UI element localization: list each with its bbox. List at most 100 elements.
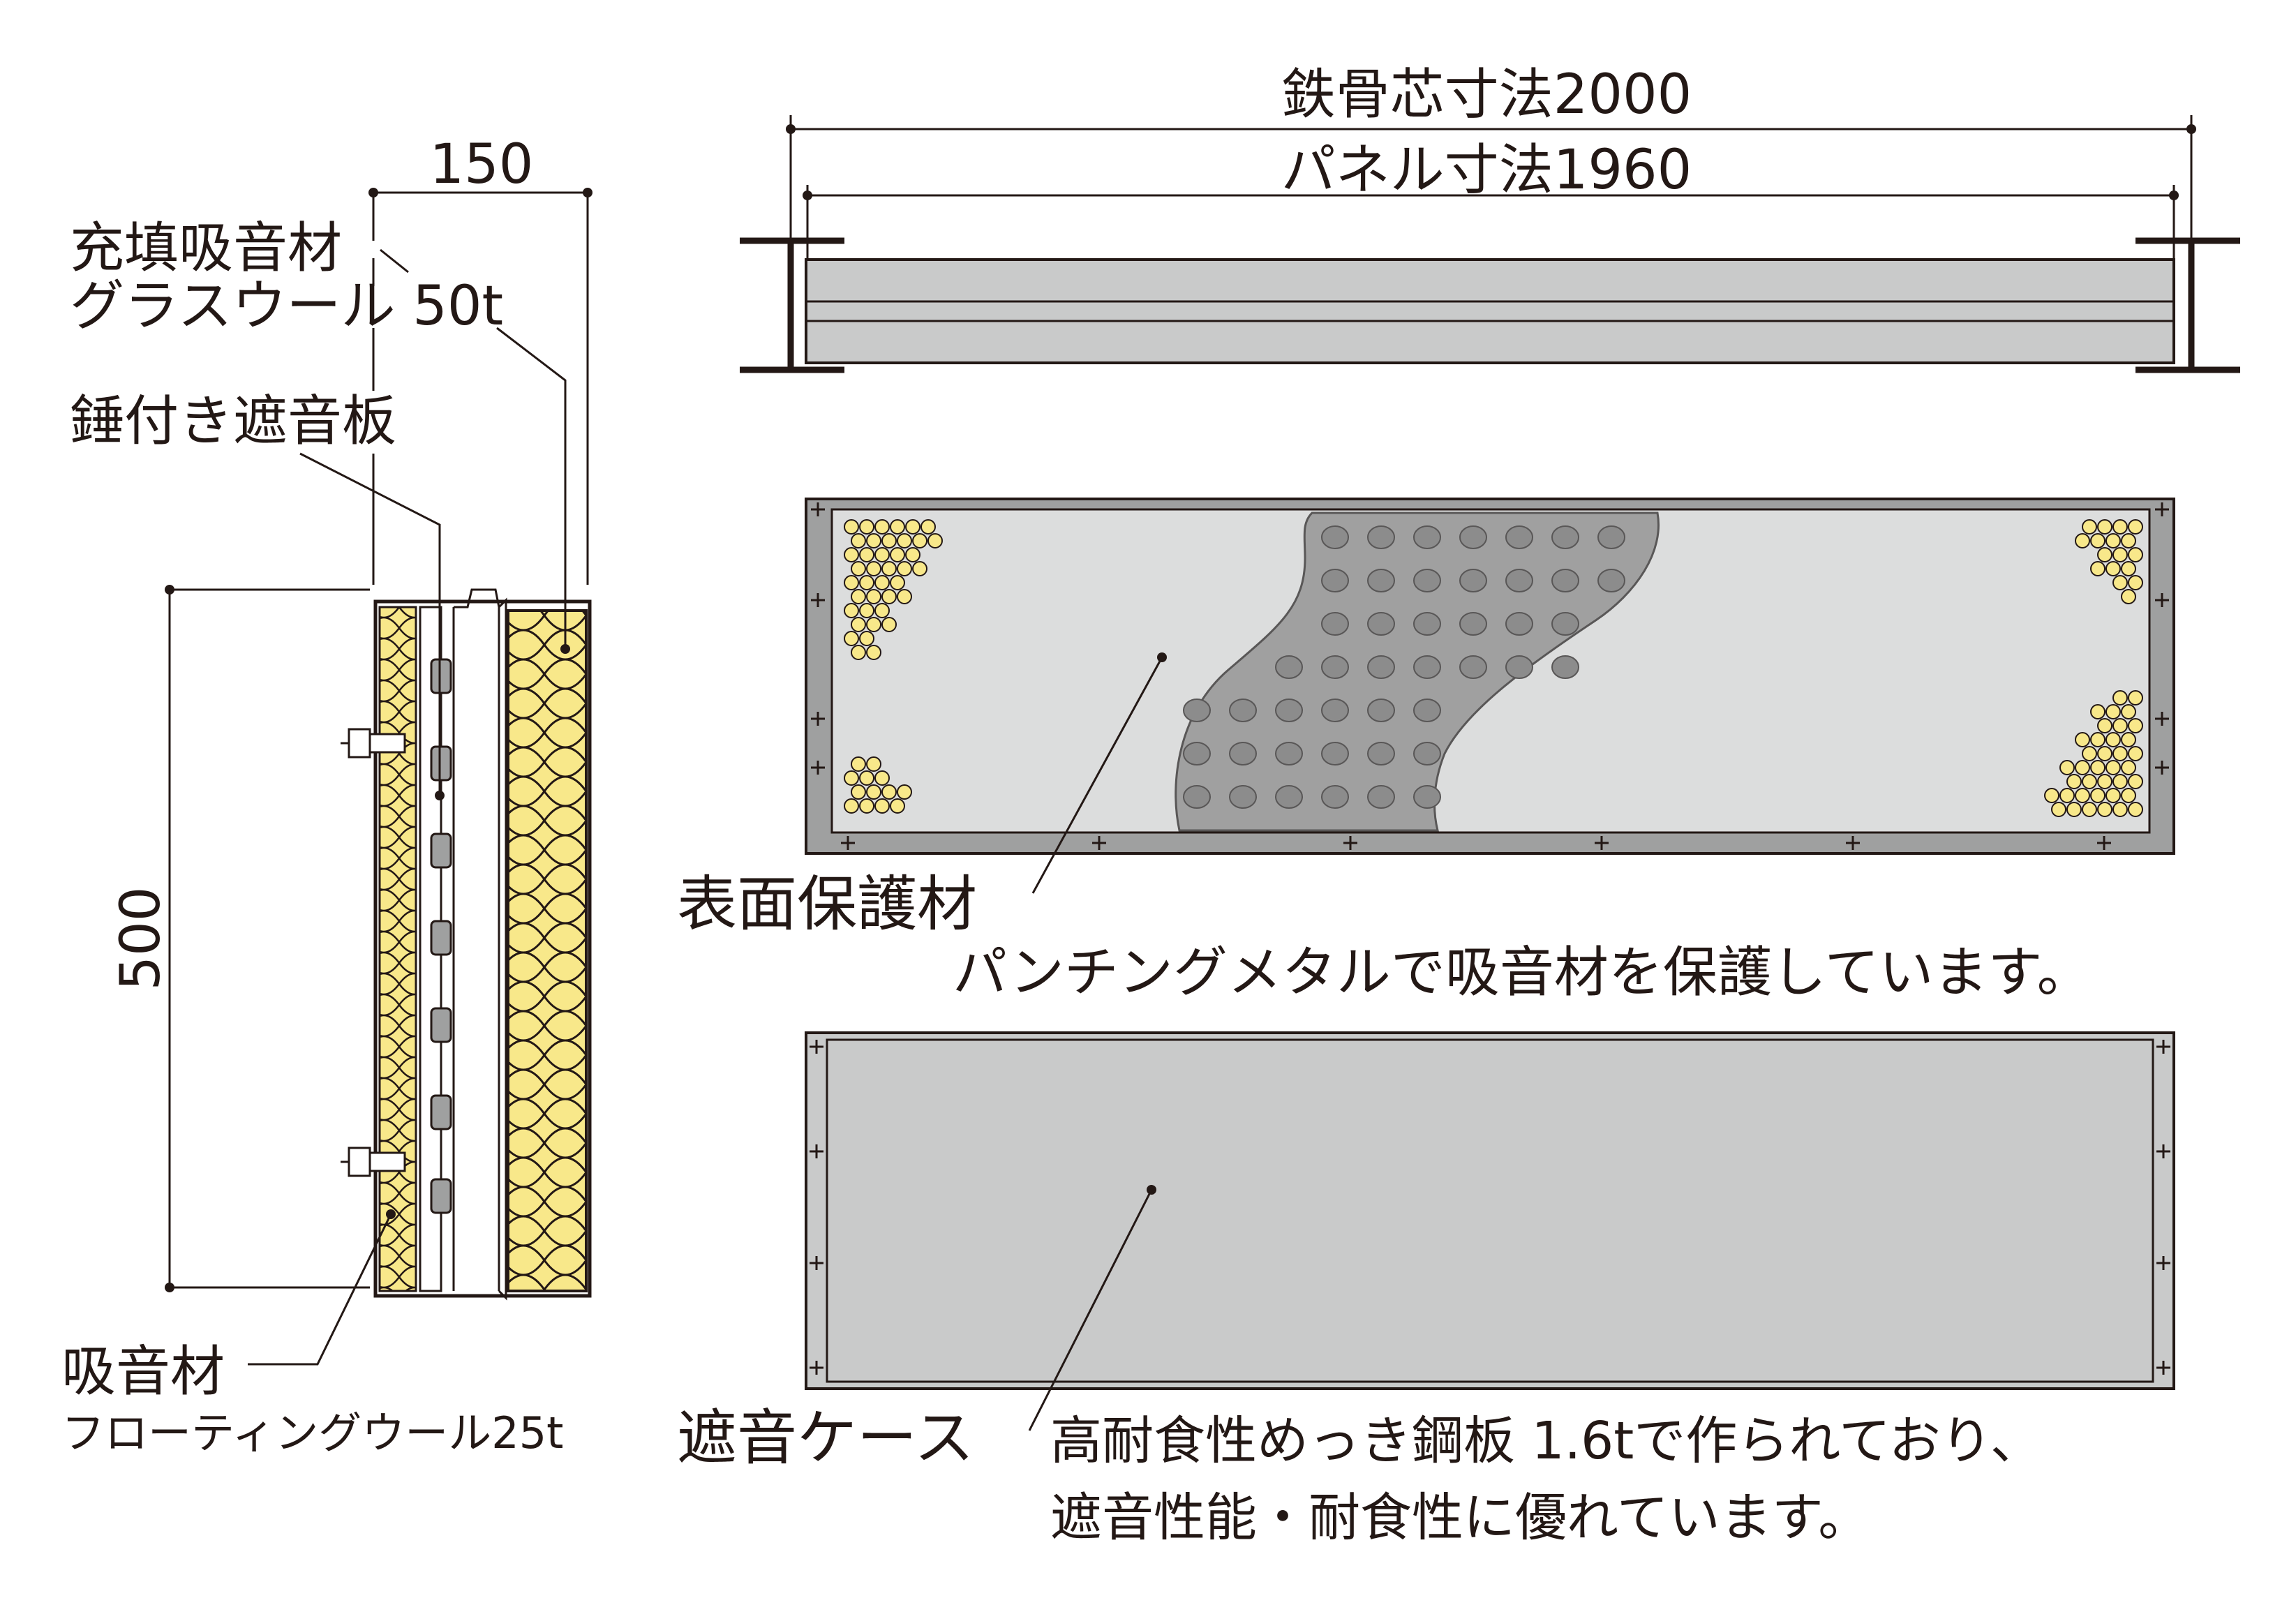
screw-mark [2156, 1040, 2170, 1054]
screw-mark [810, 1361, 823, 1375]
wool-dot [2112, 802, 2128, 817]
surface-panel [805, 498, 2175, 894]
wool-dot [859, 631, 874, 646]
wool-dot [2112, 774, 2128, 789]
wool-dot [912, 561, 927, 576]
h-beam-left [740, 237, 844, 373]
case-screws [810, 1040, 2170, 1375]
wool-dot [874, 575, 890, 590]
wool-dot [2112, 547, 2128, 562]
screw-mark [810, 1040, 823, 1054]
punch-hole [1367, 569, 1395, 592]
wool-dot [2059, 760, 2075, 775]
wool-dot [2105, 533, 2121, 548]
wool-dot [844, 603, 859, 618]
wool-dot [859, 603, 874, 618]
screw-mark [1595, 836, 1609, 850]
screw-mark [841, 836, 855, 850]
wool-dot [844, 770, 859, 786]
wool-dot [2105, 561, 2121, 576]
wool-dot [2112, 718, 2128, 733]
punch-hole [1229, 699, 1257, 722]
fill-material-name: 充填吸音材 [70, 217, 342, 280]
screw-mark [811, 502, 825, 516]
surface-title: 表面保護材 [677, 869, 977, 939]
screw-mark [2155, 502, 2169, 516]
punch-hole [1413, 742, 1441, 766]
screw-mark [2156, 1256, 2170, 1270]
wool-dot [851, 617, 866, 632]
leader-line [380, 248, 409, 274]
punch-hole [1183, 699, 1211, 722]
wool-dot [897, 561, 912, 576]
wool-dot [851, 756, 866, 772]
wool-dot [881, 617, 897, 632]
case-description-line1: 高耐食性めっき鋼板 1.6tで作られており、 [1050, 1411, 2042, 1471]
screw-mark [2155, 712, 2169, 726]
punch-hole [1321, 699, 1349, 722]
wool-dot [866, 784, 881, 800]
wool-dot [874, 519, 890, 535]
screw-mark [811, 712, 825, 726]
screw-mark [2156, 1361, 2170, 1375]
absorber-spec: フローティングウール25t [61, 1407, 563, 1458]
wool-dot [890, 519, 905, 535]
wool-dot [2044, 788, 2059, 803]
punch-hole [1413, 612, 1441, 636]
punch-hole [1459, 525, 1487, 549]
case-face [826, 1038, 2154, 1383]
wool-dot [2128, 774, 2143, 789]
wool-dot [2075, 760, 2090, 775]
punch-hole [1459, 612, 1487, 636]
wool-dot [2128, 547, 2143, 562]
panel-plan [805, 258, 2175, 364]
wool-dot [2112, 575, 2128, 590]
punch-hole [1321, 742, 1349, 766]
wool-dot [2051, 802, 2066, 817]
punch-hole [1367, 655, 1395, 679]
punch-hole [1413, 525, 1441, 549]
punch-hole [1183, 742, 1211, 766]
wool-dot [2112, 519, 2128, 535]
leader-dot [435, 791, 445, 800]
wool-dot [2121, 561, 2136, 576]
surface-description: パンチングメタルで吸音材を保護しています。 [953, 941, 2092, 1004]
wool-dot [874, 798, 890, 814]
wool-dot [2121, 732, 2136, 747]
wool-dot [2097, 802, 2112, 817]
screw-mark [2156, 1144, 2170, 1158]
wool-dot [2090, 704, 2105, 719]
punch-hole [1551, 525, 1579, 549]
wool-dot [851, 533, 866, 548]
bolt-icon [341, 728, 406, 759]
case-description-line2: 遮音性能・耐食性に優れています。 [1050, 1488, 1870, 1548]
wool-dot [2090, 533, 2105, 548]
punch-hole [1505, 525, 1533, 549]
wool-dot [2128, 690, 2143, 705]
panel-dim-label: パネル寸法1960 [1281, 139, 1692, 202]
wool-dot [2121, 788, 2136, 803]
wool-dot [2112, 690, 2128, 705]
dim-500-label: 500 [110, 887, 172, 991]
punch-hole [1183, 785, 1211, 809]
wool-dot [881, 533, 897, 548]
wool-dot [2121, 704, 2136, 719]
punch-hole [1505, 612, 1533, 636]
plate-weights [430, 658, 452, 1214]
wool-dot [2105, 704, 2121, 719]
wool-dot [2128, 519, 2143, 535]
leader-dot [560, 644, 570, 654]
punch-hole [1367, 525, 1395, 549]
wool-dot [844, 798, 859, 814]
punch-hole [1597, 525, 1625, 549]
punch-hole [1597, 569, 1625, 592]
wool-dot [2090, 788, 2105, 803]
punch-hole [1367, 699, 1395, 722]
wool-dot [866, 589, 881, 604]
wool-dot [2082, 774, 2097, 789]
punch-hole [1321, 655, 1349, 679]
leader-dot [1147, 1185, 1156, 1195]
case-panel [805, 1031, 2175, 1431]
wool-dot [2066, 802, 2082, 817]
